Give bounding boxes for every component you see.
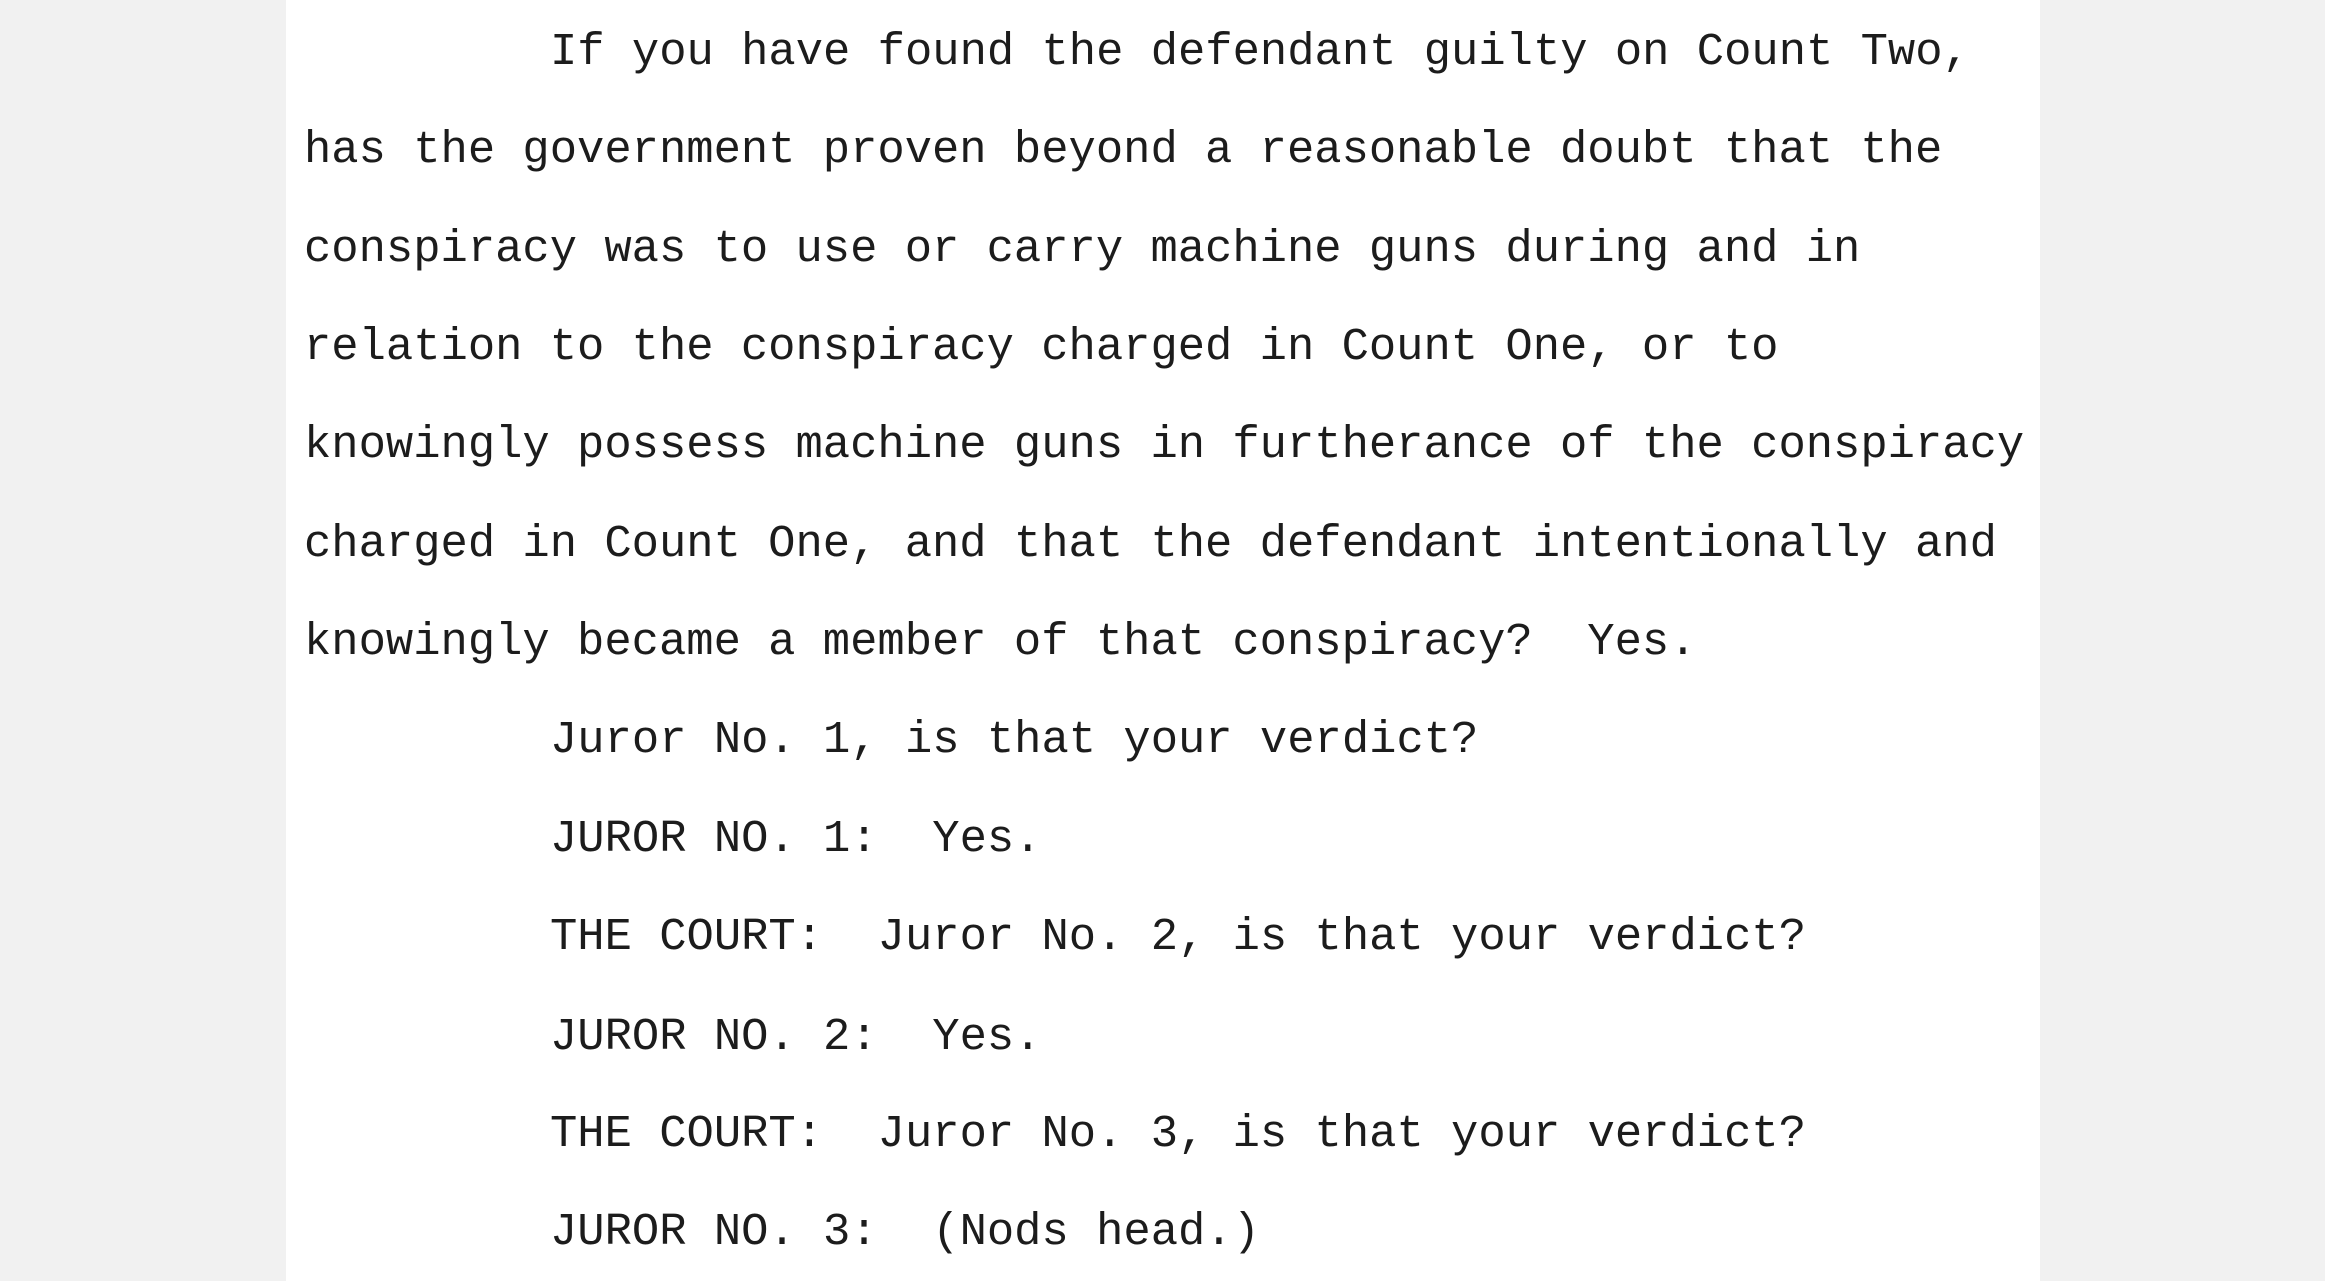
transcript-line: has the government proven beyond a reaso… — [304, 124, 1943, 176]
transcript-line: knowingly possess machine guns in furthe… — [304, 419, 2025, 471]
transcript-line: relation to the conspiracy charged in Co… — [304, 321, 1779, 373]
transcript-line: charged in Count One, and that the defen… — [304, 518, 1997, 570]
transcript-line: THE COURT: Juror No. 2, is that your ver… — [550, 911, 1807, 963]
transcript-page: If you have found the defendant guilty o… — [286, 0, 2040, 1281]
transcript-line: conspiracy was to use or carry machine g… — [304, 223, 1861, 275]
transcript-line: JUROR NO. 3: (Nods head.) — [550, 1206, 1260, 1258]
transcript-line: If you have found the defendant guilty o… — [550, 26, 1970, 78]
transcript-line: Juror No. 1, is that your verdict? — [550, 714, 1479, 766]
transcript-line: knowingly became a member of that conspi… — [304, 616, 1697, 668]
transcript-line: JUROR NO. 1: Yes. — [550, 813, 1042, 865]
transcript-line: THE COURT: Juror No. 3, is that your ver… — [550, 1108, 1807, 1160]
transcript-line: JUROR NO. 2: Yes. — [550, 1011, 1042, 1063]
